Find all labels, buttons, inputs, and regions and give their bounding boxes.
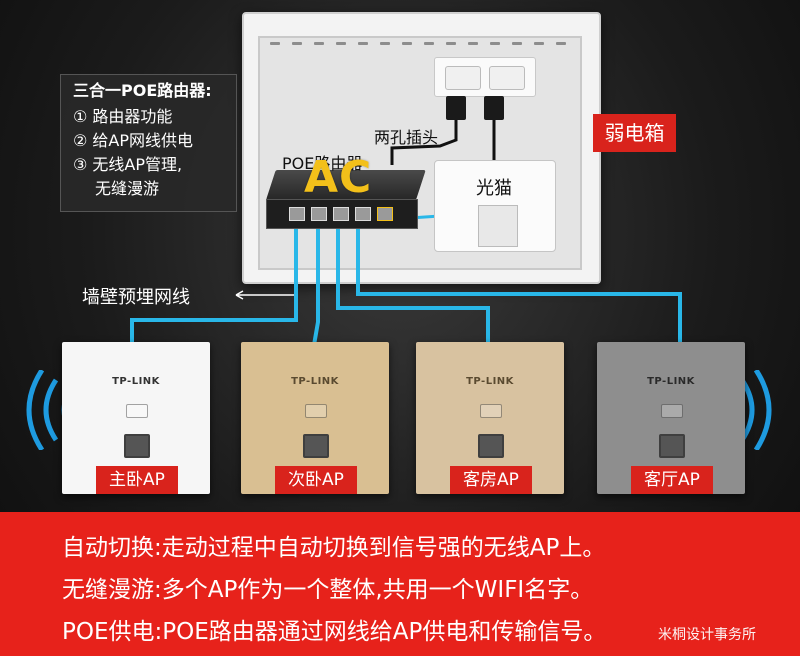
- watermark: 米桐设计事务所: [658, 627, 756, 643]
- wifi-indicator-icon: [305, 404, 327, 418]
- feature-item: 无缝漫游: [95, 179, 160, 198]
- brand-label: TP-LINK: [112, 376, 160, 387]
- feature-item: ③ 无线AP管理,: [73, 155, 183, 174]
- lan-port-icon: [355, 207, 371, 221]
- plug-icon: [484, 96, 504, 120]
- ap-panel-living-room: TP-LINK 客厅AP: [597, 342, 745, 494]
- banner-line-poe: POE供电:POE路由器通过网线给AP供电和传输信号。: [62, 619, 607, 645]
- brand-label: TP-LINK: [291, 376, 339, 387]
- ap-label: 次卧AP: [275, 466, 357, 494]
- router-front: [266, 199, 418, 229]
- wall-cable-label: 墙壁预埋网线: [82, 287, 190, 308]
- ethernet-port-icon: [124, 434, 150, 458]
- ethernet-port-icon: [303, 434, 329, 458]
- wifi-indicator-icon: [661, 404, 683, 418]
- plug-label: 两孔插头: [374, 128, 439, 147]
- ap-panel-second-bedroom: TP-LINK 次卧AP: [241, 342, 389, 494]
- box-vents: [262, 40, 574, 50]
- ethernet-port-icon: [478, 434, 504, 458]
- brand-label: TP-LINK: [647, 376, 695, 387]
- ap-label: 主卧AP: [96, 466, 178, 494]
- lan-port-icon: [311, 207, 327, 221]
- router-label: POE路由器: [282, 154, 363, 173]
- router-features-card: 三合一POE路由器: ① 路由器功能 ② 给AP网线供电 ③ 无线AP管理, 无…: [60, 74, 237, 212]
- modem-label: 光猫: [476, 178, 512, 199]
- ap-panel-master-bedroom: TP-LINK 主卧AP: [62, 342, 210, 494]
- plug-icon: [446, 96, 466, 120]
- ac-label: AC: [304, 152, 373, 203]
- banner-line-roaming: 无缝漫游:多个AP作为一个整体,共用一个WIFI名字。: [62, 577, 594, 603]
- features-title: 三合一POE路由器:: [73, 81, 212, 100]
- feature-item: ① 路由器功能: [73, 107, 173, 126]
- ap-label: 客厅AP: [631, 466, 713, 494]
- box-label: 弱电箱: [593, 114, 676, 152]
- socket-icon: [445, 66, 481, 90]
- lan-port-icon: [289, 207, 305, 221]
- wan-port-icon: [377, 207, 393, 221]
- poe-router: [266, 170, 426, 229]
- socket-icon: [489, 66, 525, 90]
- feature-banner: [0, 512, 800, 656]
- lan-port-icon: [333, 207, 349, 221]
- wifi-indicator-icon: [480, 404, 502, 418]
- banner-line-auto-switch: 自动切换:走动过程中自动切换到信号强的无线AP上。: [62, 535, 606, 561]
- brand-label: TP-LINK: [466, 376, 514, 387]
- modem-port-icon: [478, 205, 518, 247]
- ap-panel-guest-room: TP-LINK 客房AP: [416, 342, 564, 494]
- power-outlet: [434, 57, 536, 97]
- wifi-indicator-icon: [126, 404, 148, 418]
- ethernet-port-icon: [659, 434, 685, 458]
- feature-item: ② 给AP网线供电: [73, 131, 194, 150]
- ap-label: 客房AP: [450, 466, 532, 494]
